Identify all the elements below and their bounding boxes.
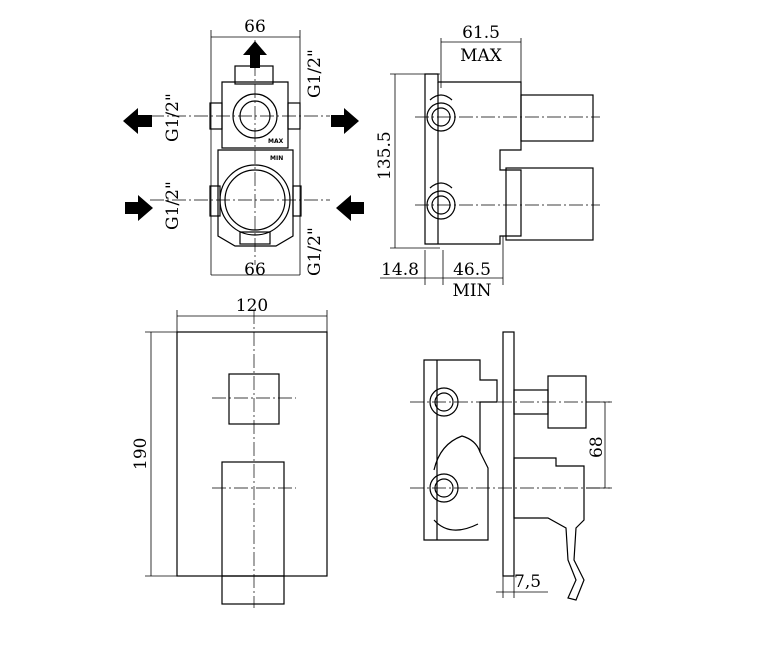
- arrow-up-icon: [243, 41, 267, 68]
- depth-min-value: 46.5: [453, 260, 491, 280]
- arrow-right-in-icon: [125, 195, 153, 221]
- spacing-label: 68: [587, 436, 607, 458]
- plate-width-label: 120: [236, 296, 268, 316]
- arrow-left-in-icon: [336, 195, 364, 221]
- thread-right-top: G1/2": [305, 49, 325, 98]
- assembly-view: 68 7,5: [410, 331, 612, 601]
- plate-view: 120 190: [131, 296, 328, 608]
- arrow-right-icon: [331, 108, 359, 134]
- offset-label: 14.8: [381, 260, 419, 280]
- marker-max: MAX: [268, 138, 284, 145]
- front-width-bottom-label: 66: [244, 260, 266, 280]
- thread-right-bottom: G1/2": [305, 227, 325, 276]
- depth-min-label: MIN: [453, 281, 492, 301]
- front-width-top-label: 66: [244, 17, 266, 37]
- depth-max-label: MAX: [460, 46, 503, 66]
- marker-min: MIN: [270, 155, 283, 162]
- plate-thickness-label: 7,5: [514, 572, 541, 592]
- side-view: 61.5 MAX 135.5 14.8 46.5 MIN: [375, 23, 600, 301]
- plate-height-label: 190: [131, 438, 151, 470]
- thread-left-top: G1/2": [163, 93, 183, 142]
- thread-left-bottom: G1/2": [163, 181, 183, 230]
- arrow-left-icon: [123, 108, 152, 134]
- depth-max-value: 61.5: [462, 23, 500, 43]
- height-label: 135.5: [375, 131, 395, 180]
- front-view: 66 66 MAX MIN G1/2" G1/2": [123, 17, 364, 280]
